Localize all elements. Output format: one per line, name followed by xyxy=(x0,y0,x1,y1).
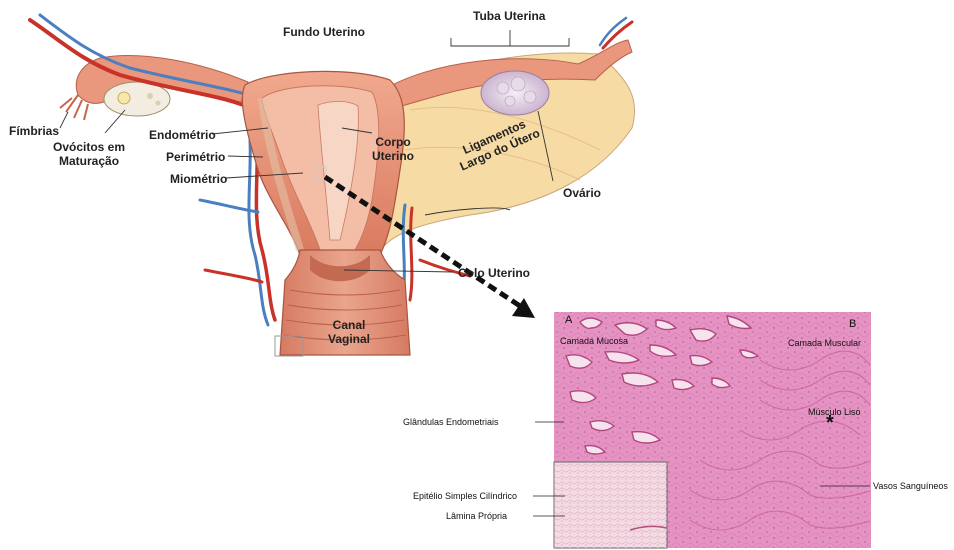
label-camada-muscular: Camada Muscular xyxy=(788,338,861,348)
label-ovocitos-line2: Maturação xyxy=(53,154,125,168)
label-fimbrias: Fímbrias xyxy=(9,124,59,138)
uterus-body xyxy=(242,71,404,255)
label-canal-line2: Vaginal xyxy=(328,332,370,346)
label-epitelio: Epitélio Simples Cilíndrico xyxy=(413,491,517,501)
label-colo-uterino: Colo Uterino xyxy=(458,266,530,280)
label-endometrio: Endométrio xyxy=(149,128,216,142)
label-ovocitos-line1: Ovócitos em xyxy=(53,140,125,154)
label-tuba-uterina: Tuba Uterina xyxy=(473,9,545,23)
label-corpo-line1: Corpo xyxy=(372,135,414,149)
label-lamina-propria: Lâmina Própria xyxy=(446,511,507,521)
label-canal-vaginal: Canal Vaginal xyxy=(328,318,370,346)
label-camada-mucosa: Camada Mucosa xyxy=(560,336,628,346)
label-ovocitos: Ovócitos em Maturação xyxy=(53,140,125,168)
label-ovario: Ovário xyxy=(563,186,601,200)
label-glandulas-endometriais: Glândulas Endometriais xyxy=(403,417,499,427)
asterisk-marker: * xyxy=(826,412,834,435)
panel-a-letter: A xyxy=(565,314,572,326)
label-miometrio: Miométrio xyxy=(170,172,227,186)
panel-b-letter: B xyxy=(849,318,856,330)
label-corpo-uterino: Corpo Uterino xyxy=(372,135,414,163)
label-canal-line1: Canal xyxy=(328,318,370,332)
label-perimetrio: Perimétrio xyxy=(166,150,225,164)
label-musculo-liso: Músculo Liso xyxy=(808,407,861,417)
label-corpo-line2: Uterino xyxy=(372,149,414,163)
label-fundo-uterino: Fundo Uterino xyxy=(283,25,365,39)
label-vasos-sanguineos: Vasos Sanguíneos xyxy=(873,481,948,491)
ovary-left xyxy=(104,82,170,116)
